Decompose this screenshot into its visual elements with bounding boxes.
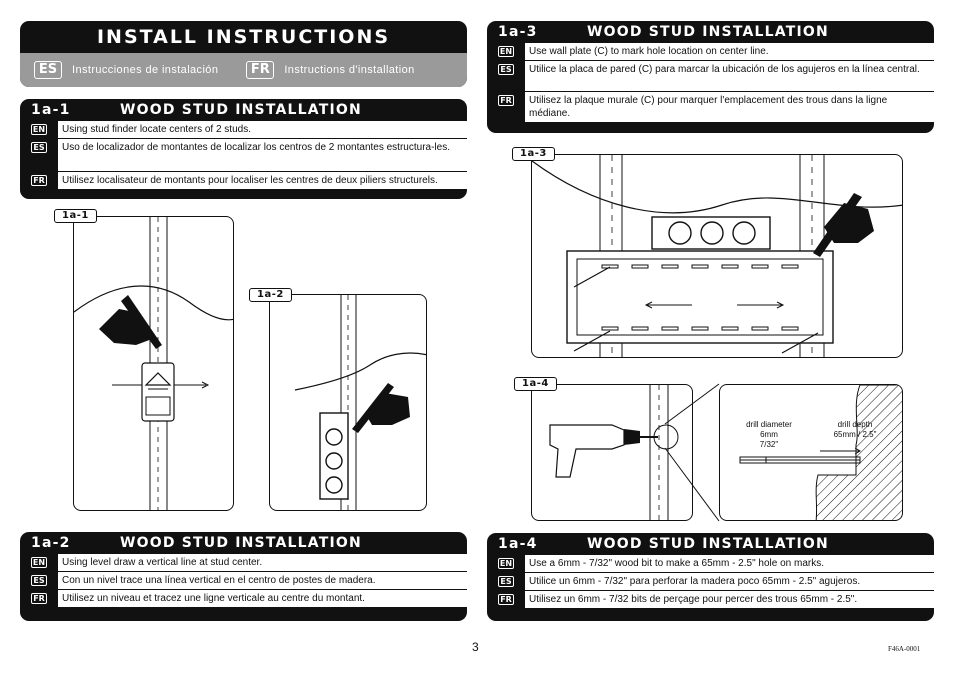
fr-badge: FR: [498, 95, 514, 106]
en-badge: EN: [31, 124, 47, 135]
instruction-row-en: EN Using stud finder locate centers of 2 …: [20, 121, 467, 139]
instruction-row-fr: FR Utilisez la plaque murale (C) pour mar…: [487, 92, 934, 122]
section-1a-2: 1a-2 WOOD STUD INSTALLATION EN Using leve…: [20, 532, 467, 621]
section-1a-1: 1a-1 WOOD STUD INSTALLATION EN Using stud…: [20, 99, 467, 199]
section-code: 1a-4: [498, 536, 538, 552]
instruction-row-es: ES Utilice un 6mm - 7/32" para perforar l…: [487, 573, 934, 591]
drill-illustration: [549, 385, 679, 520]
fr-badge: FR: [246, 61, 275, 79]
figure-label-1a-4: 1a-4: [514, 377, 557, 391]
instruction-row-en: EN Using level draw a vertical line at st…: [20, 554, 467, 572]
section-title: WOOD STUD INSTALLATION: [120, 102, 362, 118]
fr-badge: FR: [31, 593, 47, 604]
drill-detail-illustration: [739, 385, 902, 520]
instruction-row-fr: FR Utilisez un niveau et tracez une ligne…: [20, 590, 467, 607]
fr-badge: FR: [498, 594, 514, 605]
instruction-text: Using level draw a vertical line at stud…: [58, 554, 467, 571]
es-title: Instrucciones de instalación: [72, 64, 219, 76]
es-badge: ES: [31, 142, 47, 153]
figure-label-1a-1: 1a-1: [54, 209, 97, 223]
level-illustration: [294, 295, 426, 510]
instruction-row-fr: FR Utilisez localisateur de montants pour…: [20, 172, 467, 189]
drill-depth-label: drill depth 65mm / 2.5": [833, 420, 877, 439]
section-1a-4: 1a-4 WOOD STUD INSTALLATION EN Use a 6mm …: [487, 533, 934, 621]
section-title: WOOD STUD INSTALLATION: [587, 536, 829, 552]
instruction-row-en: EN Use wall plate (C) to mark hole locati…: [487, 43, 934, 61]
figure-label-1a-3: 1a-3: [512, 147, 555, 161]
section-title: WOOD STUD INSTALLATION: [587, 24, 829, 40]
es-badge: ES: [31, 575, 47, 586]
es-badge: ES: [498, 576, 514, 587]
fr-title: Instructions d'installation: [284, 64, 415, 76]
instruction-row-es: ES Utilice la placa de pared (C) para mar…: [487, 61, 934, 92]
instruction-row-es: ES Uso de localizador de montantes de loc…: [20, 139, 467, 172]
figure-drill-detail: drill diameter 6mm 7/32" drill depth 65m…: [719, 384, 903, 521]
instruction-text: Using stud finder locate centers of 2 st…: [58, 121, 467, 138]
instruction-text: Utilice un 6mm - 7/32" para perforar la …: [525, 573, 934, 590]
section-1a-3: 1a-3 WOOD STUD INSTALLATION EN Use wall p…: [487, 21, 934, 133]
section-title: WOOD STUD INSTALLATION: [120, 535, 362, 551]
section-code: 1a-1: [31, 102, 71, 118]
section-code: 1a-3: [498, 24, 538, 40]
figure-drill: [531, 384, 693, 521]
stud-finder-illustration: [74, 217, 233, 510]
drill-diameter-label: drill diameter 6mm 7/32": [746, 420, 792, 449]
es-badge: ES: [498, 64, 514, 75]
document-id: F46A-0001: [888, 645, 921, 653]
fr-badge: FR: [31, 175, 47, 186]
language-subtitle-bar: ES Instrucciones de instalación FR Instr…: [20, 53, 467, 87]
figure-level: [269, 294, 427, 511]
wall-plate-illustration: [532, 155, 902, 357]
instruction-text: Utilisez un 6mm - 7/32 bits de perçage p…: [525, 591, 934, 608]
instruction-text: Con un nivel trace una línea vertical en…: [58, 572, 467, 589]
instruction-row-fr: FR Utilisez un 6mm - 7/32 bits de perçage…: [487, 591, 934, 608]
title-bar: INSTALL INSTRUCTIONS ES Instrucciones de…: [20, 21, 467, 87]
instruction-row-es: ES Con un nivel trace una línea vertical …: [20, 572, 467, 590]
en-badge: EN: [31, 557, 47, 568]
en-badge: EN: [498, 558, 514, 569]
instruction-text: Utilisez localisateur de montants pour l…: [58, 172, 467, 189]
figure-label-1a-2: 1a-2: [249, 288, 292, 302]
instruction-text: Uso de localizador de montantes de local…: [58, 139, 467, 171]
en-badge: EN: [498, 46, 514, 57]
figure-wall-plate: [531, 154, 903, 358]
instruction-text: Utilisez la plaque murale (C) pour marqu…: [525, 92, 934, 122]
instruction-text: Utilisez un niveau et tracez une ligne v…: [58, 590, 467, 607]
instruction-text: Use wall plate (C) to mark hole location…: [525, 43, 934, 60]
figure-stud-finder: [73, 216, 234, 511]
instruction-text: Utilice la placa de pared (C) para marca…: [525, 61, 934, 91]
instruction-text: Use a 6mm - 7/32" wood bit to make a 65m…: [525, 555, 934, 572]
instruction-row-en: EN Use a 6mm - 7/32" wood bit to make a 6…: [487, 555, 934, 573]
page-title: INSTALL INSTRUCTIONS: [96, 26, 391, 48]
section-code: 1a-2: [31, 535, 71, 551]
page-number: 3: [472, 640, 479, 654]
es-badge: ES: [34, 61, 62, 79]
